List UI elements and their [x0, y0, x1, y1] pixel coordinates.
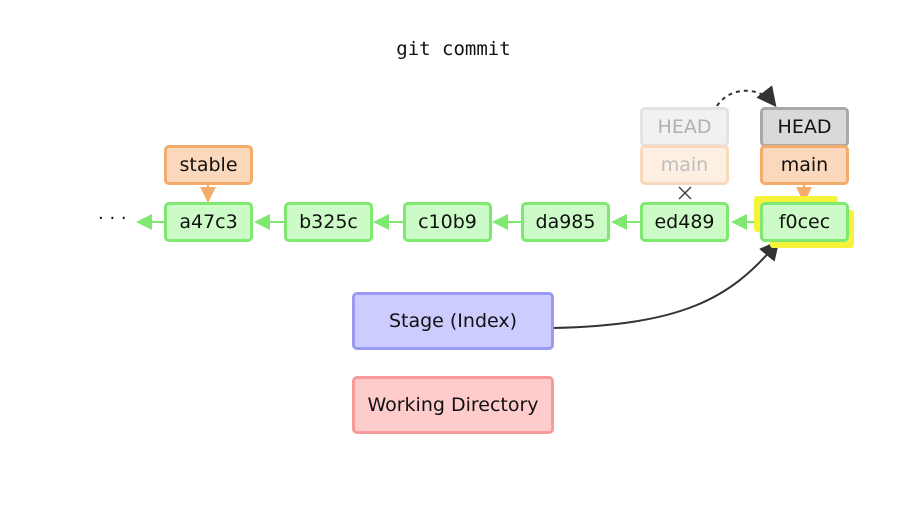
- commit-node-new: f0cec: [760, 202, 849, 242]
- commit-node: a47c3: [164, 202, 253, 242]
- removed-pointer-x-icon: [678, 186, 692, 200]
- commit-node: ed489: [640, 202, 729, 242]
- commit-node: da985: [521, 202, 610, 242]
- stage-index-area: Stage (Index): [352, 292, 554, 350]
- commit-node: b325c: [284, 202, 373, 242]
- branch-label-stable: stable: [164, 145, 253, 185]
- history-ellipsis: · · ·: [98, 208, 127, 229]
- branch-label-main: main: [760, 145, 849, 185]
- head-label: HEAD: [760, 107, 849, 147]
- old-head-label: HEAD: [640, 107, 729, 147]
- working-directory-area: Working Directory: [352, 376, 554, 434]
- diagram-title: git commit: [396, 38, 511, 60]
- commit-node: c10b9: [403, 202, 492, 242]
- stage-to-commit-arrow: [552, 239, 780, 329]
- old-main-label: main: [640, 145, 729, 185]
- head-move-arrow: [716, 85, 777, 108]
